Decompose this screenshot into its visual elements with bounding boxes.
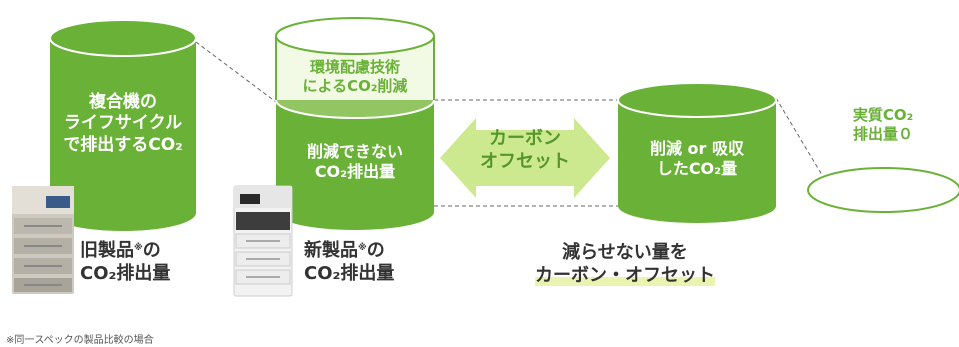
new-product-caption: 新製品※の CO₂排出量 (304, 240, 395, 284)
old-product-caption: 旧製品※の CO₂排出量 (80, 240, 171, 284)
carbon-offset-arrow-label: カーボン オフセット (480, 128, 570, 172)
offset-amount-label: 削減 or 吸収 したCO₂量 (649, 139, 745, 178)
cylinder-new-product (275, 17, 435, 230)
reduced-by-tech-label: 環境配慮技術 によるCO₂削減 (302, 58, 408, 95)
dashed-connectors (195, 41, 823, 207)
footnote: ※同一スペックの製品比較の場合 (6, 335, 154, 346)
carbon-offset-arrow (440, 118, 610, 198)
offset-caption-highlight: カーボン・オフセット (535, 264, 715, 286)
net-zero-label: 実質CO₂ 排出量０ (852, 106, 914, 143)
offset-caption: 減らせない量を カーボン・オフセット (535, 242, 715, 286)
new-printer-image (233, 185, 293, 297)
old-cylinder-label: 複合機の ライフサイクル で排出するCO₂ (63, 92, 183, 155)
unreduced-emissions-label: 削減できない CO₂排出量 (306, 142, 403, 181)
cylinder-old-lifecycle (49, 19, 197, 231)
old-printer-image (12, 186, 74, 294)
cylinder-offset-amount (617, 82, 777, 223)
net-zero-ellipse (807, 167, 959, 213)
